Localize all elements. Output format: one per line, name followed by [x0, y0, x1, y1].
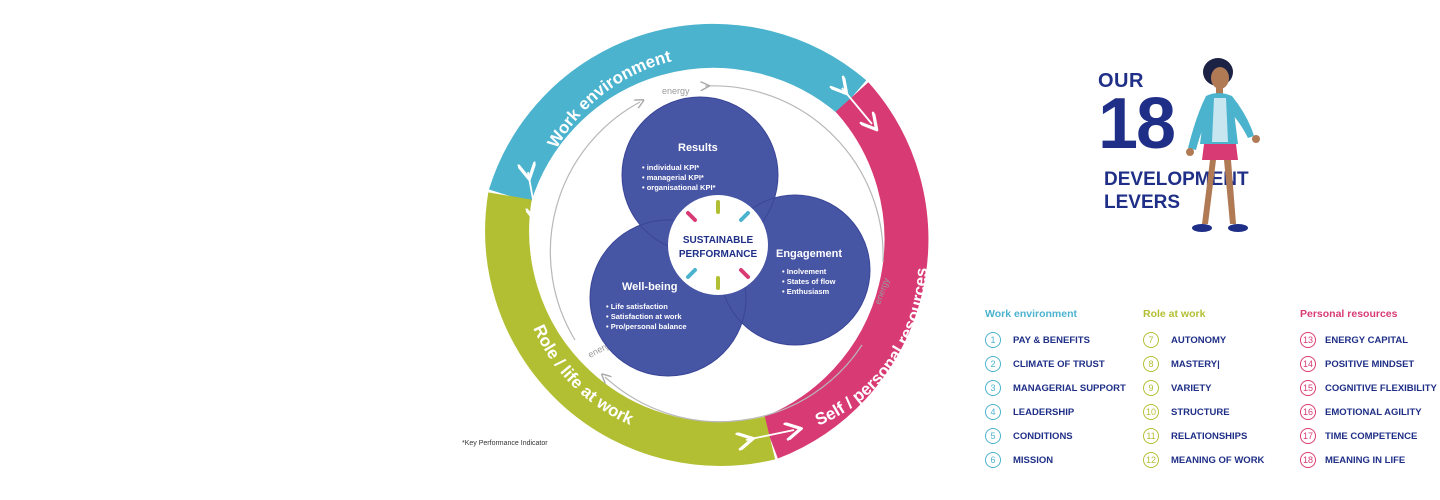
lever-number-badge: 1 [985, 332, 1001, 348]
lever-number-badge: 4 [985, 404, 1001, 420]
lever-item: 10 STRUCTURE [1143, 400, 1264, 424]
lever-column-role-at-work: Role at work 7 AUTONOMY 8 MASTERY| 9 VAR… [1143, 308, 1264, 472]
lever-column-personal-resources: Personal resources 13 ENERGY CAPITAL 14 … [1300, 308, 1437, 472]
lever-number-badge: 16 [1300, 404, 1316, 420]
results-bullet: • managerial KPI* [642, 173, 704, 182]
lever-item: 17 TIME COMPETENCE [1300, 424, 1437, 448]
lever-label: PAY & BENEFITS [1013, 334, 1090, 346]
outer-ring [485, 23, 929, 466]
engagement-title: Engagement [776, 248, 842, 260]
ring-segment-work-environment [488, 23, 867, 203]
double-arrow-icon [842, 88, 872, 124]
wellbeing-title: Well-being [622, 281, 677, 293]
lever-number-badge: 8 [1143, 356, 1159, 372]
lever-label: COGNITIVE FLEXIBILITY [1325, 382, 1437, 394]
engagement-bullet: • States of flow [782, 277, 836, 286]
lever-item: 8 MASTERY| [1143, 352, 1264, 376]
lever-number-badge: 7 [1143, 332, 1159, 348]
wellbeing-bullet: • Satisfaction at work [606, 312, 682, 321]
walking-woman-illustration [1186, 58, 1260, 232]
results-title: Results [678, 142, 718, 154]
double-arrow-icon [746, 430, 794, 440]
title-block: OUR 18 [1098, 70, 1176, 164]
footnote: *Key Performance Indicator [462, 440, 548, 447]
lever-label: MEANING IN LIFE [1325, 454, 1406, 466]
lever-number-badge: 14 [1300, 356, 1316, 372]
lever-number-badge: 2 [985, 356, 1001, 372]
lever-item: 13 ENERGY CAPITAL [1300, 328, 1437, 352]
center-label-line1: SUSTAINABLE [683, 235, 754, 246]
title-line2: LEVERS [1104, 192, 1181, 213]
center-label-line2: PERFORMANCE [679, 249, 758, 260]
lever-number-badge: 13 [1300, 332, 1316, 348]
lever-label: ENERGY CAPITAL [1325, 334, 1409, 346]
lever-item: 4 LEADERSHIP [985, 400, 1126, 424]
lever-label: TIME COMPETENCE [1325, 430, 1418, 442]
lever-label: MISSION [1013, 454, 1054, 466]
wellbeing-bullet: • Life satisfaction [606, 302, 668, 311]
engagement-bullet: • Inolvement [782, 267, 827, 276]
lever-label: CONDITIONS [1013, 430, 1073, 442]
lever-label: VARIETY [1171, 382, 1212, 394]
lever-number-badge: 11 [1143, 428, 1159, 444]
lever-label: MASTERY| [1171, 358, 1220, 370]
lever-item: 2 CLIMATE OF TRUST [985, 352, 1126, 376]
energy-label-top: energy [662, 86, 690, 96]
lever-number-badge: 6 [985, 452, 1001, 468]
lever-label: LEADERSHIP [1013, 406, 1075, 418]
lever-item: 9 VARIETY [1143, 376, 1264, 400]
lever-column-work-environment: Work environment 1 PAY & BENEFITS 2 CLIM… [985, 308, 1126, 472]
lever-column-heading: Personal resources [1300, 308, 1398, 320]
lever-label: MEANING OF WORK [1171, 454, 1265, 466]
wellbeing-bullet: • Pro/personal balance [606, 322, 687, 331]
lever-number-badge: 9 [1143, 380, 1159, 396]
lever-item: 12 MEANING OF WORK [1143, 448, 1264, 472]
lever-label: EMOTIONAL AGILITY [1325, 406, 1422, 418]
title-our: OUR [1098, 70, 1144, 92]
lever-label: CLIMATE OF TRUST [1013, 358, 1105, 370]
lever-item: 16 EMOTIONAL AGILITY [1300, 400, 1437, 424]
lever-item: 1 PAY & BENEFITS [985, 328, 1126, 352]
lever-number-badge: 15 [1300, 380, 1316, 396]
lever-number-badge: 17 [1300, 428, 1316, 444]
lever-column-heading: Work environment [985, 308, 1077, 320]
energy-cycle [549, 86, 884, 423]
lever-number-badge: 12 [1143, 452, 1159, 468]
lever-item: 18 MEANING IN LIFE [1300, 448, 1437, 472]
lever-label: MANAGERIAL SUPPORT [1013, 382, 1126, 394]
results-bullet: • individual KPI* [642, 163, 699, 172]
lever-number-badge: 5 [985, 428, 1001, 444]
lever-column-heading: Role at work [1143, 308, 1206, 320]
lever-item: 5 CONDITIONS [985, 424, 1126, 448]
lever-item: 6 MISSION [985, 448, 1126, 472]
engagement-bullet: • Enthusiasm [782, 287, 830, 296]
lever-item: 14 POSITIVE MINDSET [1300, 352, 1437, 376]
lever-label: STRUCTURE [1171, 406, 1230, 418]
ring-segment-role-life-at-work [485, 192, 776, 466]
sustainable-performance-center: SUSTAINABLE PERFORMANCE [668, 195, 768, 295]
ring-segment-self-personal-resources [761, 82, 929, 459]
lever-item: 7 AUTONOMY [1143, 328, 1264, 352]
lever-label: RELATIONSHIPS [1171, 430, 1248, 442]
lever-item: 3 MANAGERIAL SUPPORT [985, 376, 1126, 400]
results-bullet: • organisational KPI* [642, 183, 716, 192]
lever-label: AUTONOMY [1171, 334, 1227, 346]
lever-item: 15 COGNITIVE FLEXIBILITY [1300, 376, 1437, 400]
lever-number-badge: 10 [1143, 404, 1159, 420]
lever-label: POSITIVE MINDSET [1325, 358, 1415, 370]
lever-number-badge: 3 [985, 380, 1001, 396]
double-arrow-icon [528, 172, 536, 216]
title-number: 18 [1098, 84, 1176, 164]
lever-item: 11 RELATIONSHIPS [1143, 424, 1264, 448]
lever-number-badge: 18 [1300, 452, 1316, 468]
